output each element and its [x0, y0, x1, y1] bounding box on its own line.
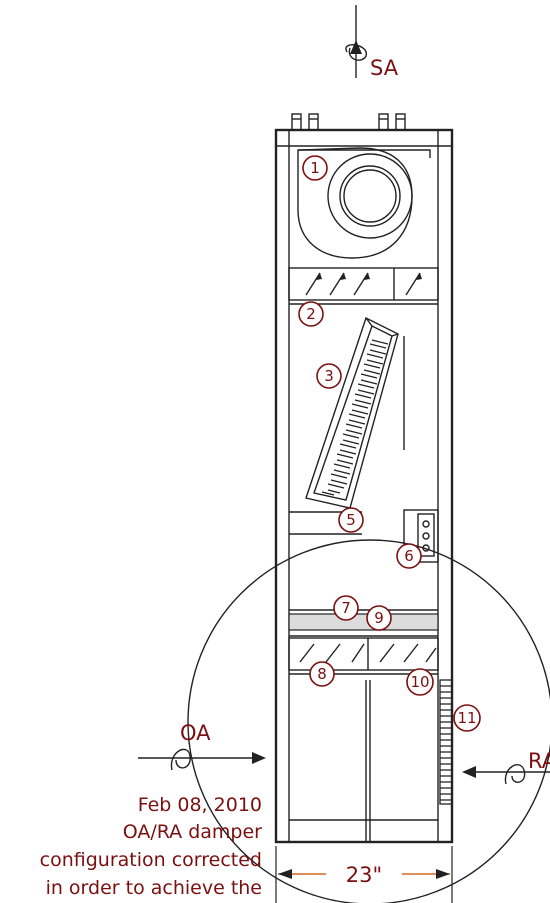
callout-9: 9 [366, 605, 392, 631]
note-line-3: configuration corrected [40, 849, 262, 871]
supply-air-label: SA [370, 56, 399, 80]
filter-section [288, 609, 439, 637]
revision-note: Feb 08, 2010 OA/RA damper configuration … [40, 794, 263, 899]
return-air-label: RA [528, 749, 550, 773]
coil-fins [321, 339, 389, 496]
detail-circle [187, 539, 550, 903]
outside-air-label: OA [180, 721, 211, 745]
callout-2: 2 [298, 301, 324, 327]
callout-5-label: 5 [346, 511, 356, 529]
width-dimension [275, 846, 453, 903]
note-line-4: in order to achieve the [46, 877, 262, 899]
callout-6: 6 [396, 543, 422, 569]
supply-fan [297, 147, 431, 259]
outside-air-arrow [138, 748, 266, 771]
callout-1: 1 [302, 155, 328, 181]
callout-11-label: 11 [457, 709, 476, 727]
control-box [403, 509, 439, 563]
callout-7: 7 [333, 595, 359, 621]
width-dimension-label: 23" [346, 863, 382, 887]
callout-8-label: 8 [317, 665, 327, 683]
upper-damper [288, 267, 439, 305]
cooling-coil [305, 317, 405, 509]
top-fittings [291, 113, 406, 131]
callout-11: 11 [453, 704, 481, 732]
mixing-box [289, 680, 438, 842]
callout-2-label: 2 [306, 305, 316, 323]
note-line-2: OA/RA damper [123, 821, 262, 843]
unit-cabinet [274, 128, 454, 844]
callout-10: 10 [406, 668, 434, 696]
callout-1-label: 1 [310, 159, 320, 177]
callout-10-label: 10 [410, 673, 429, 691]
callout-3: 3 [316, 363, 342, 389]
callout-3-label: 3 [324, 367, 334, 385]
note-line-1: Feb 08, 2010 [138, 794, 262, 816]
callout-7-label: 7 [341, 599, 351, 617]
callout-9-label: 9 [374, 609, 384, 627]
supply-air-arrow [345, 5, 367, 78]
return-air-grille [439, 679, 453, 805]
callout-8: 8 [309, 661, 335, 687]
callout-6-label: 6 [404, 547, 414, 565]
return-air-arrow [462, 764, 550, 785]
callout-5: 5 [338, 507, 364, 533]
